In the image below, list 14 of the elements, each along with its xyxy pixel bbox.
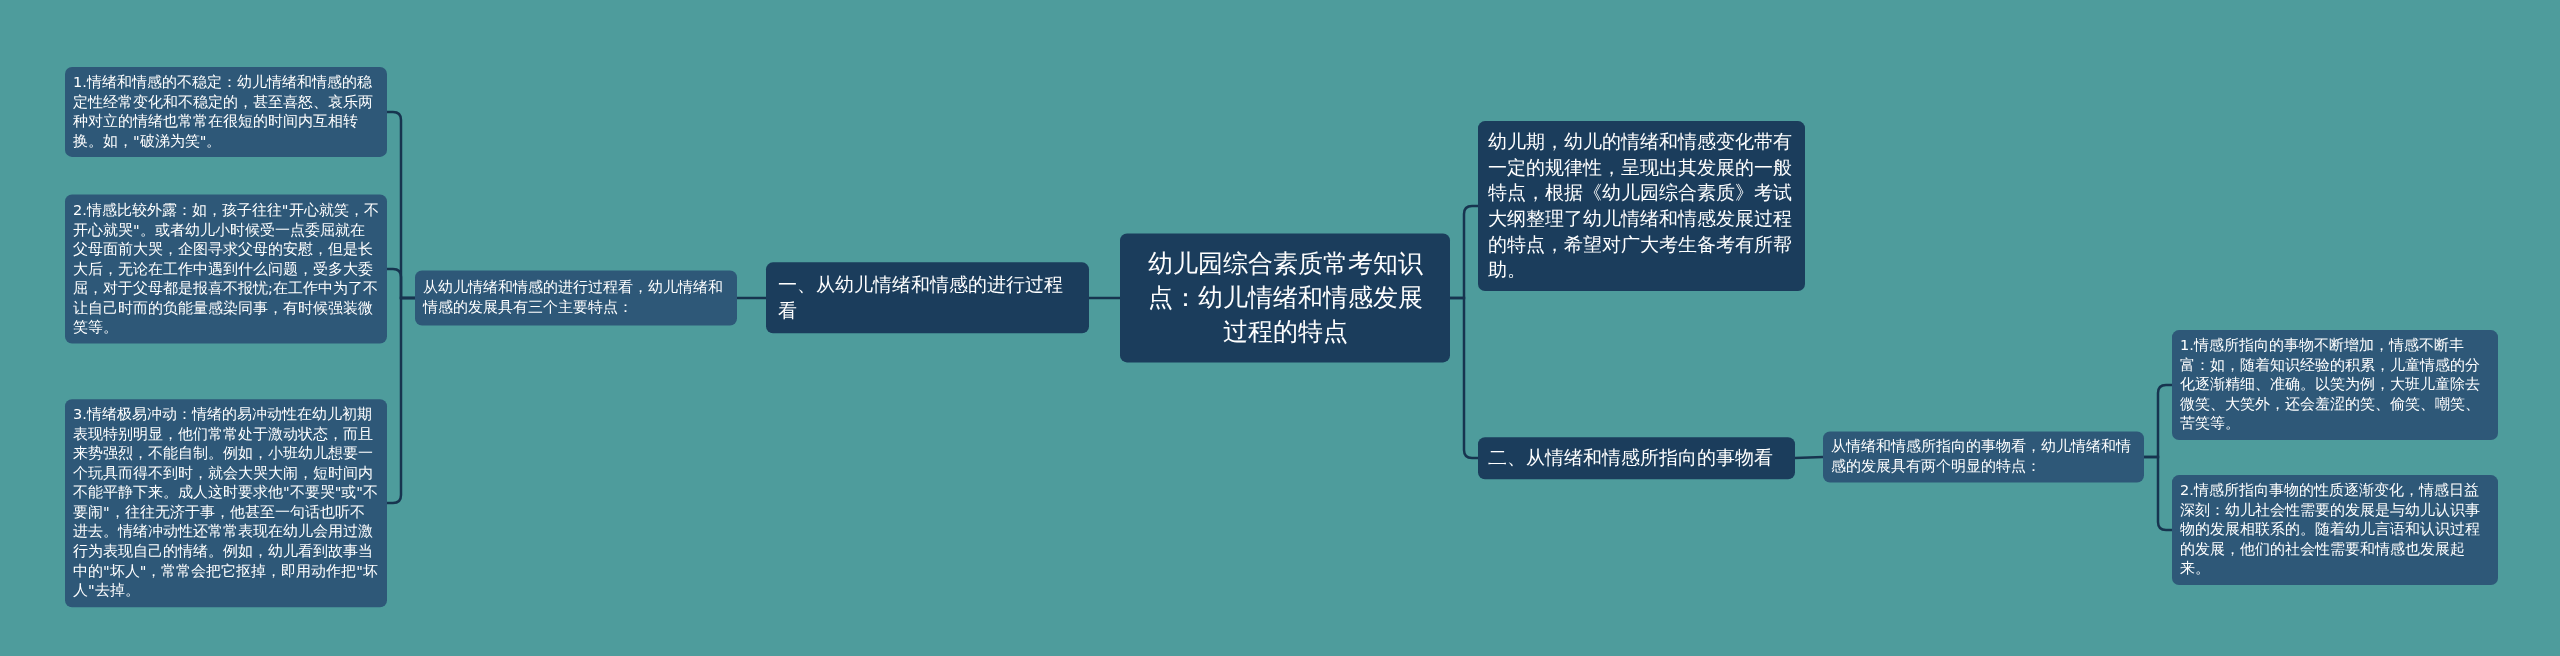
intro-box: 幼儿期，幼儿的情绪和情感变化带有一定的规律性，呈现出其发展的一般特点，根据《幼儿园综合素质》考试大纲整理了幼儿情绪和情感发展过程的特点，希望对广大考生备考有所帮助。 [1478,121,1805,291]
topic-box: 幼儿园综合素质常考知识点：幼儿情绪和情感发展过程的特点 [1120,233,1450,363]
leaf-box: 3.情绪极易冲动：情绪的易冲动性在幼儿初期表现特别明显，他们常常处于激动状态，而且来势强烈，不能自制。例如，小班幼儿想要一个玩具而得不到时，就会大哭大闹，短时间内不能平静下来。成人这时要求他"不要哭"或"不要闹"，往往无济于事，他甚至一句话也听不进去。情绪冲动性还常常表现在幼儿会用过激行为表现自己的情绪。例如，幼儿看到故事当中的"坏人"，常常会把它抠掉，即用动作把"坏人"去掉。 [65,399,387,607]
subtopic-box: 从幼儿情绪和情感的进行过程看，幼儿情绪和情感的发展具有三个主要特点： [415,270,737,326]
leaf-box: 2.情感比较外露：如，孩子往往"开心就笑，不开心就哭"。或者幼儿小时候受一点委屈就在父母面前大哭，企图寻求父母的安慰，但是长大后，无论在工作中遇到什么问题，受多大委屈，对于父母都是报喜不报忧;在工作中为了不让自己时而的负能量感染同事，有时候强装微笑等。 [65,194,387,344]
subtopic-box: 从情绪和情感所指向的事物看，幼儿情绪和情感的发展具有两个明显的特点： [1823,431,2144,483]
connector-line [1794,455,1824,460]
connector-line [737,296,766,300]
branch-box: 二、从情绪和情感所指向的事物看 [1478,437,1795,479]
branch-box: 一、从幼儿情绪和情感的进行过程看 [766,262,1089,334]
leaf-box: 2.情感所指向事物的性质逐渐变化，情感日益深刻：幼儿社会性需要的发展是与幼儿认识事物的发展相联系的。随着幼儿言语和认识过程的发展，他们的社会性需要和情感也发展起来。 [2172,475,2498,585]
connector-line [1089,296,1120,300]
leaf-box: 1.情绪和情感的不稳定：幼儿情绪和情感的稳定性经常变化和不稳定的，甚至喜怒、哀乐两种对立的情绪也常常在很短的时间内互相转换。如，"破涕为笑"。 [65,66,387,158]
leaf-box: 1.情感所指向的事物不断增加，情感不断丰富：如，随着知识经验的积累，儿童情感的分化逐渐精细、准确。以笑为例，大班儿童除去微笑、大笑外，还会羞涩的笑、偷笑、嘲笑、苦笑等。 [2172,330,2498,440]
